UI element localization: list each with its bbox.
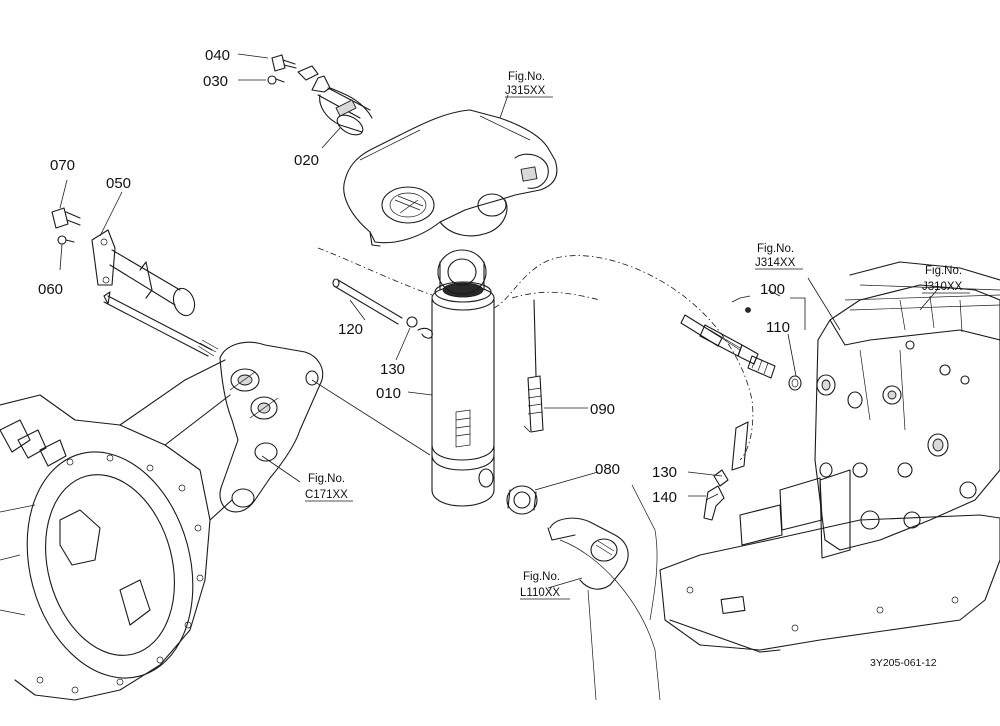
svg-text:J314XX: J314XX <box>755 257 796 269</box>
callout-030: 030 <box>203 73 228 90</box>
callout-130-left: 130 <box>380 361 405 378</box>
figref-j315: Fig.No. J315XX <box>505 71 553 98</box>
svg-text:J315XX: J315XX <box>505 85 546 97</box>
figref-l110: Fig.No. L110XX <box>520 571 570 600</box>
svg-text:J310XX: J310XX <box>922 281 963 293</box>
quick-coupler-100 <box>680 307 759 365</box>
callout-010: 010 <box>376 385 401 402</box>
callout-090: 090 <box>590 401 615 418</box>
snap-pin-130-left <box>406 316 433 339</box>
callout-080: 080 <box>595 461 620 478</box>
bolt-070 <box>51 207 81 229</box>
svg-text:Fig.No.: Fig.No. <box>308 473 345 485</box>
figure-references: Fig.No. J315XX Fig.No. J314XX Fig.No. J3… <box>305 71 970 600</box>
lift-arm-pin-020 <box>297 65 373 136</box>
grease-nipple-060 <box>57 235 75 245</box>
hydraulic-hose <box>317 247 754 461</box>
hydraulic-valve-block <box>659 261 1000 653</box>
callout-100: 100 <box>760 281 785 298</box>
lower-link <box>547 484 661 701</box>
figref-j310: Fig.No. J310XX <box>922 265 970 294</box>
cylinder-bracket <box>219 341 324 513</box>
callout-060: 060 <box>38 281 63 298</box>
svg-text:Fig.No.: Fig.No. <box>508 71 545 83</box>
svg-text:C171XX: C171XX <box>305 489 348 501</box>
svg-text:Fig.No.: Fig.No. <box>925 265 962 277</box>
leader-lines <box>59 53 938 589</box>
callout-130-right: 130 <box>652 464 677 481</box>
callout-140: 140 <box>652 489 677 506</box>
bolt-040 <box>271 54 297 72</box>
hose-fitting-090 <box>523 299 544 433</box>
svg-text:Fig.No.: Fig.No. <box>523 571 560 583</box>
callout-120: 120 <box>338 321 363 338</box>
lift-cylinder-010 <box>431 249 495 507</box>
seal-ring-080 <box>506 485 538 515</box>
lift-arm-pin-050 <box>91 229 196 317</box>
callout-070: 070 <box>50 157 75 174</box>
figref-c171: Fig.No. C171XX <box>305 473 353 502</box>
valve-block-ports <box>816 340 977 530</box>
svg-text:Fig.No.: Fig.No. <box>757 243 794 255</box>
adapter-110 <box>747 355 802 391</box>
callout-110: 110 <box>766 319 790 336</box>
figref-j314: Fig.No. J314XX <box>755 243 803 270</box>
drawing-code: 3Y205-061-12 <box>870 657 937 669</box>
callout-020: 020 <box>294 152 319 169</box>
lift-arm <box>343 109 558 247</box>
cylinder-pin-120 <box>332 278 403 325</box>
long-bolt <box>103 291 219 357</box>
callout-040: 040 <box>205 47 230 64</box>
callout-050: 050 <box>106 175 131 192</box>
snap-pin-130-right <box>713 421 749 487</box>
callout-labels: 040 030 020 070 050 060 120 130 010 090 … <box>38 47 790 506</box>
transmission-housing <box>0 359 233 701</box>
grease-nipple-030 <box>267 75 285 85</box>
svg-text:L110XX: L110XX <box>520 587 560 599</box>
housing-bolt-holes <box>36 454 204 694</box>
elbow-fitting-140 <box>703 485 725 521</box>
